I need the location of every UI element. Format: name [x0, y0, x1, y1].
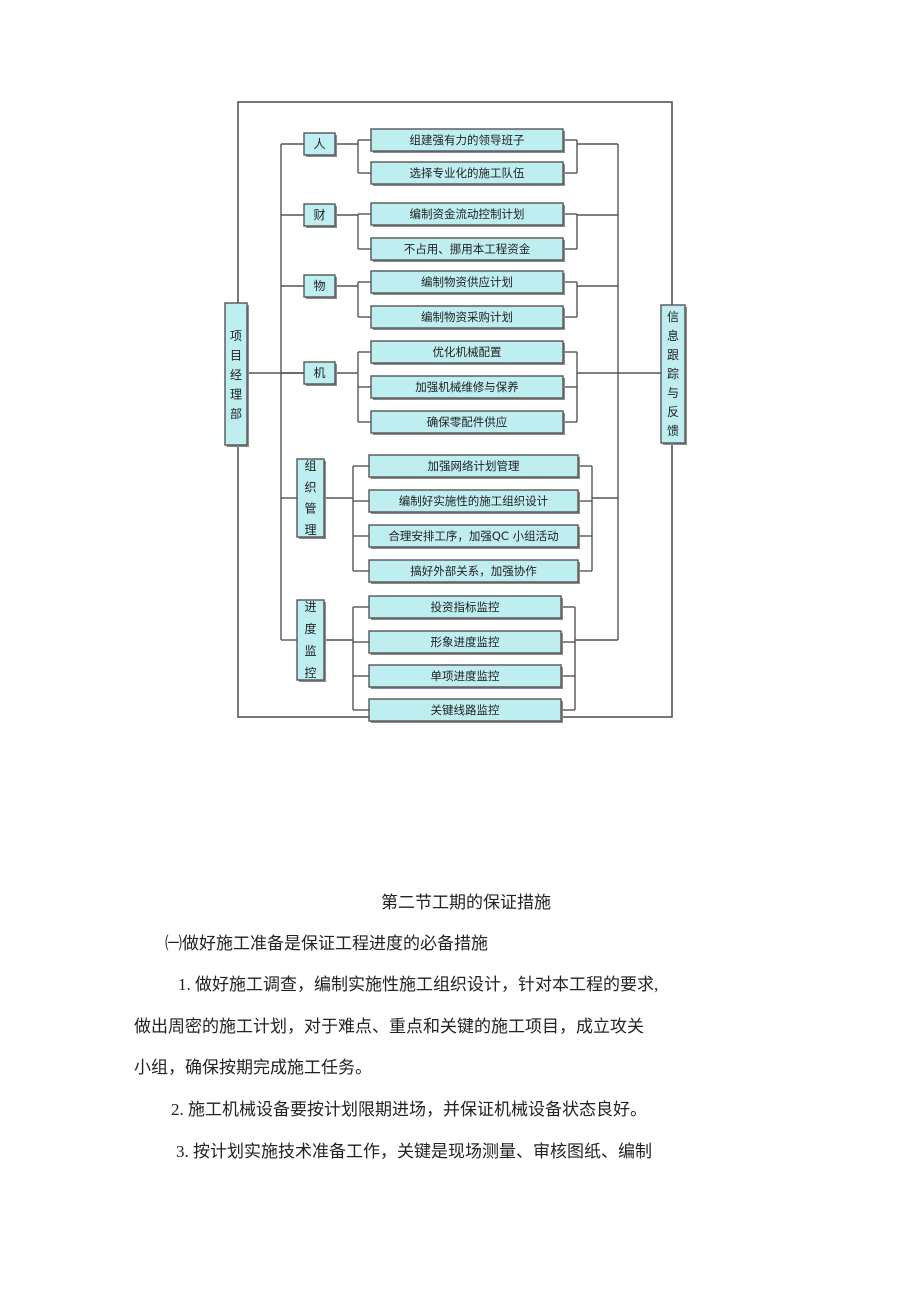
category-6-item-1-box	[368, 595, 562, 619]
category-5-item-3-box	[368, 524, 579, 548]
category-4-item-2-box	[370, 375, 564, 399]
category-3-item-2-box	[370, 305, 564, 329]
category-1-item-1-label: 组建强有力的领导班子	[410, 133, 525, 147]
category-6-item-3-box	[368, 664, 562, 688]
category-6-item-1-label: 投资指标监控	[431, 600, 500, 614]
paragraph-1-line-3: 小组，确保按期完成施工任务。	[134, 1058, 372, 1077]
category-1-item-1-box	[370, 128, 564, 152]
category-6-label-char: 控	[304, 666, 316, 680]
category-5-item-1-box	[368, 454, 579, 478]
paragraph-3: 3. 按计划实施技术准备工作，关键是现场测量、审核图纸、编制	[176, 1142, 652, 1161]
category-4-item-1-box	[370, 340, 564, 364]
category-4-item-3-label: 确保零配件供应	[427, 415, 508, 429]
feedback-label-char: 息	[667, 328, 679, 343]
category-5-label-char: 织	[304, 480, 316, 494]
feedback-label-char: 与	[667, 386, 679, 400]
category-2-box	[303, 203, 336, 227]
feedback-label-char: 踪	[667, 367, 679, 381]
category-5-label-char: 管	[304, 501, 316, 516]
category-3-box	[303, 274, 336, 298]
paragraph-2: 2. 施工机械设备要按计划限期进场，并保证机械设备状态良好。	[171, 1100, 647, 1119]
category-2-label: 财	[313, 208, 325, 222]
category-5-item-3-label: 合理安排工序，加强QC 小组活动	[388, 529, 558, 543]
category-3-label: 物	[313, 279, 325, 293]
project-manager-box	[224, 302, 248, 446]
category-2-item-1-box	[370, 202, 564, 226]
category-5-label-char: 理	[304, 523, 316, 537]
category-4-item-2-label: 加强机械维修与保养	[415, 380, 519, 394]
category-1-item-2-label: 选择专业化的施工队伍	[410, 166, 525, 180]
category-6-item-2-box	[368, 630, 562, 654]
category-6-item-4-label: 关键线路监控	[431, 703, 500, 717]
category-4-label: 机	[313, 366, 325, 380]
category-1-item-2-box	[370, 161, 564, 185]
category-4-item-1-label: 优化机械配置	[433, 345, 502, 359]
category-1-label: 人	[313, 137, 325, 151]
category-6-label-char: 进	[304, 600, 316, 614]
category-5-label-char: 组	[304, 459, 316, 473]
category-5-item-4-label: 搞好外部关系，加强协作	[410, 564, 537, 578]
category-6-item-4-box	[368, 698, 562, 722]
category-6-label-char: 监	[304, 644, 316, 658]
paragraph-1-line-2: 做出周密的施工计划，对于难点、重点和关键的施工项目，成立攻关	[134, 1017, 644, 1036]
project-manager-label-char: 目	[230, 349, 242, 363]
category-2-item-2-label: 不占用、挪用本工程资金	[404, 242, 531, 256]
category-6-box	[296, 599, 325, 681]
feedback-label-char: 反	[667, 405, 679, 419]
feedback-label-char: 跟	[667, 348, 679, 362]
category-1-box	[303, 132, 336, 156]
category-4-box	[303, 361, 336, 385]
category-6-item-2-label: 形象进度监控	[431, 635, 500, 649]
section-title: 第二节工期的保证措施	[381, 893, 551, 912]
feedback-box	[660, 304, 686, 444]
category-3-item-2-label: 编制物资采购计划	[421, 310, 513, 324]
category-5-item-2-box	[368, 489, 579, 513]
subheading: ㈠做好施工准备是保证工程进度的必备措施	[165, 934, 488, 953]
category-6-label-char: 度	[304, 621, 316, 636]
category-5-box	[296, 458, 325, 538]
category-2-item-2-box	[370, 237, 564, 261]
feedback-label-char: 馈	[667, 424, 679, 438]
project-manager-label-char: 部	[230, 406, 242, 421]
category-3-item-1-label: 编制物资供应计划	[421, 275, 513, 289]
project-manager-label-char: 经	[230, 368, 242, 382]
category-5-item-2-label: 编制好实施性的施工组织设计	[399, 494, 549, 508]
category-5-item-4-box	[368, 559, 579, 583]
category-4-item-3-box	[370, 410, 564, 434]
category-2-item-1-label: 编制资金流动控制计划	[410, 207, 525, 221]
project-management-diagram: 项目经理部信息跟踪与反馈人组建强有力的领导班子选择专业化的施工队伍财编制资金流动…	[224, 101, 687, 723]
category-5-item-1-label: 加强网络计划管理	[428, 459, 520, 473]
feedback-label-char: 信	[667, 310, 679, 324]
category-3-item-1-box	[370, 270, 564, 294]
project-manager-label-char: 理	[230, 388, 242, 402]
project-manager-label-char: 项	[230, 329, 242, 343]
paragraph-1-line-1: 1. 做好施工调查，编制实施性施工组织设计，针对本工程的要求,	[178, 975, 659, 994]
category-6-item-3-label: 单项进度监控	[431, 669, 500, 683]
